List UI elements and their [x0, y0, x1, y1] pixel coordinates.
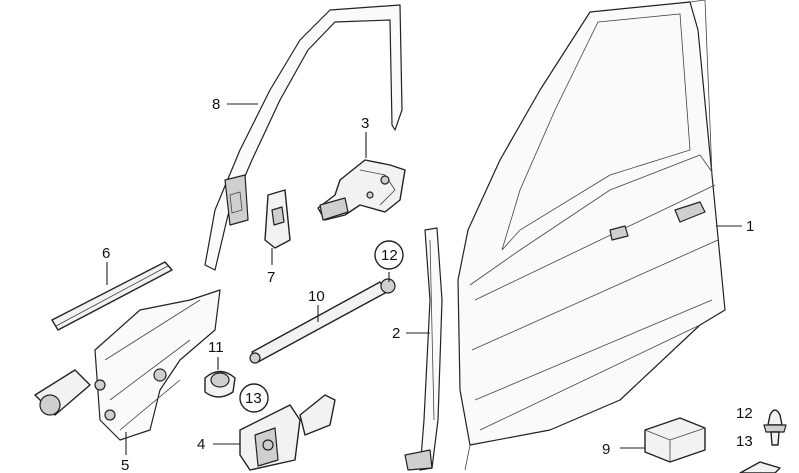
callout-8: 8 [212, 96, 220, 113]
clip-fastener [763, 409, 787, 446]
pillar-seal [404, 227, 443, 471]
callout-6: 6 [102, 245, 110, 262]
door-hinge [239, 394, 336, 471]
window-regulator [34, 289, 221, 441]
callout-2: 2 [392, 325, 400, 342]
callout-9: 9 [602, 441, 610, 458]
callout-11: 11 [208, 339, 224, 356]
parts-kit-box [644, 417, 706, 463]
callout-3: 3 [361, 115, 369, 132]
callout-4: 4 [197, 436, 205, 453]
callout-12-circled-label: 12 [381, 247, 398, 264]
grommet [204, 370, 236, 398]
callout-1: 1 [746, 218, 754, 235]
window-frame-seal [204, 4, 403, 271]
weather-strip [51, 261, 173, 331]
legend-corner-tab [739, 461, 781, 473]
callout-12-circled: 12 [374, 240, 404, 270]
legend-label-12: 12 [736, 405, 753, 422]
leader-lines [106, 103, 742, 455]
callout-13-circled-label: 13 [245, 390, 262, 407]
callout-5: 5 [121, 457, 129, 473]
trim-cover [264, 189, 291, 249]
door-lock [317, 159, 406, 221]
legend-label-13: 13 [736, 433, 753, 450]
front-door [457, 0, 726, 471]
door-check-rod [249, 278, 396, 364]
callout-10: 10 [308, 288, 325, 305]
callout-7: 7 [267, 269, 275, 286]
callout-13-circled: 13 [239, 383, 269, 413]
